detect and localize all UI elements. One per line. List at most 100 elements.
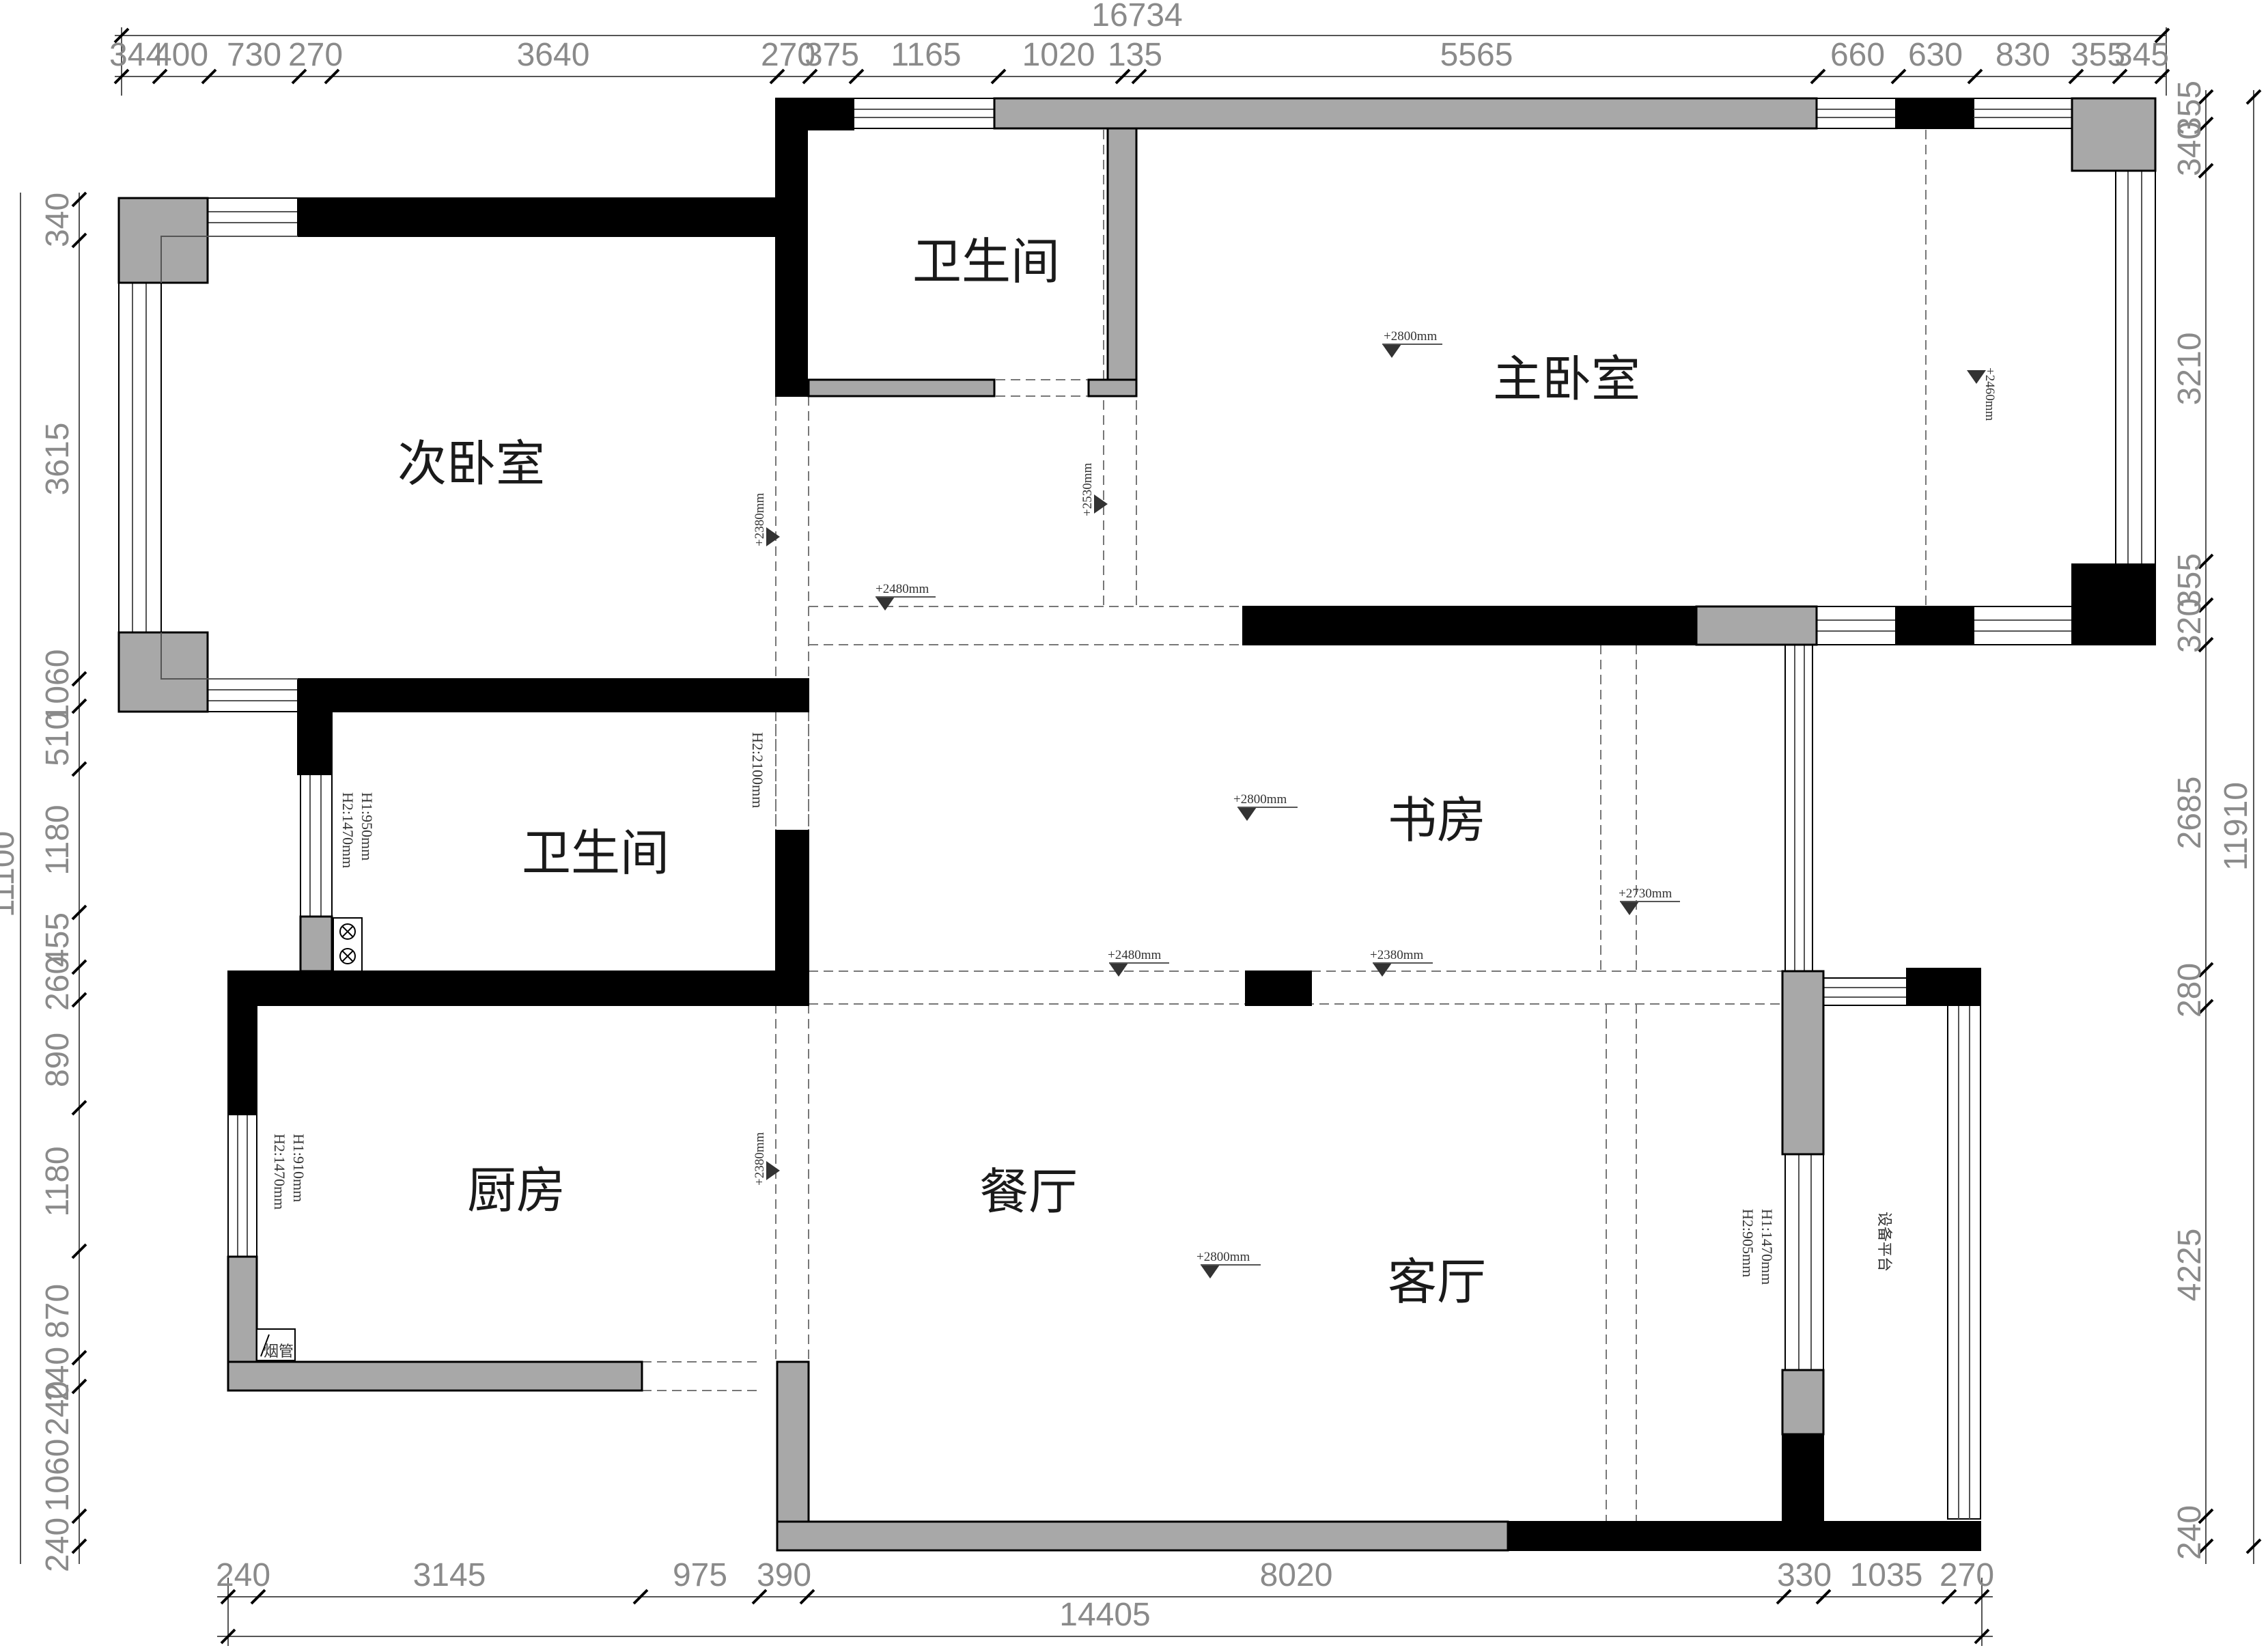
- dim-bottom-4: 390: [757, 1557, 811, 1593]
- window-balcony: [1823, 977, 1981, 1520]
- svg-text:+2460mm: +2460mm: [1983, 367, 1997, 421]
- level-bath-door: +2530mm: [1080, 463, 1108, 516]
- dim-top-12: 660: [1830, 37, 1885, 73]
- level-study-right: +2730mm: [1619, 886, 1680, 915]
- dim-left-10: 870: [40, 1284, 76, 1339]
- dim-top-1: 344: [109, 37, 164, 73]
- dim-top-8: 1165: [891, 37, 961, 73]
- dim-top-5: 3640: [517, 37, 590, 73]
- level-left-corridor: +2380mm: [753, 493, 780, 546]
- dim-left-7: 260: [40, 956, 76, 1011]
- dim-top-3: 730: [227, 37, 281, 73]
- room-living: 客厅: [1388, 1253, 1486, 1311]
- dim-top-16: 345: [2114, 37, 2169, 73]
- room-study: 书房: [1388, 792, 1486, 849]
- left-dim-text: 11100 340 3615 1060 510 1180 455 260 890…: [0, 193, 76, 1572]
- dim-bottom-7: 1035: [1850, 1557, 1923, 1593]
- window-right-master: [2115, 170, 2156, 565]
- svg-text:+2480mm: +2480mm: [876, 582, 929, 596]
- right-dim-text: 11910 355 340 3210 355 320 2685 280 4225…: [2172, 81, 2254, 1560]
- dim-top-7: 375: [804, 37, 859, 73]
- dim-right-4: 355: [2172, 553, 2208, 608]
- window-living-right: [1784, 644, 1824, 1371]
- flue-box: 烟管: [256, 1328, 296, 1361]
- dim-right-6: 2685: [2172, 777, 2208, 850]
- note-bath-door-height: H2:2100mm: [749, 732, 766, 808]
- dim-right-3: 3210: [2172, 333, 2208, 406]
- left-ticks: [71, 191, 87, 1554]
- dim-left-9: 1180: [40, 1146, 76, 1216]
- annotations: H2:2100mm H1:950mm H2:1470mm H1:910mm H2…: [271, 732, 1893, 1285]
- room-bathroom-lower: 卫生间: [522, 824, 669, 882]
- dim-right-8: 4225: [2172, 1229, 2208, 1302]
- svg-text:+2730mm: +2730mm: [1619, 886, 1672, 901]
- dim-right-5: 320: [2172, 598, 2208, 653]
- room-bathroom-upper: 卫生间: [912, 233, 1060, 290]
- walls-partition: [117, 97, 2157, 1552]
- top-ticks: [113, 27, 2170, 85]
- dim-top-11: 5565: [1440, 37, 1513, 73]
- svg-text:+2480mm: +2480mm: [1108, 948, 1161, 962]
- level-hall-mid-left: +2480mm: [1108, 948, 1169, 977]
- dim-bottom-3: 975: [673, 1557, 727, 1593]
- room-kitchen: 厨房: [467, 1162, 565, 1219]
- bottom-ticks: [220, 1589, 1990, 1645]
- dim-right-total: 11910: [2218, 782, 2254, 871]
- note-living-window-h2: H2:905mm: [1739, 1209, 1756, 1277]
- dim-left-6: 455: [40, 912, 76, 967]
- dim-top-4: 270: [288, 37, 343, 73]
- room-dining: 餐厅: [979, 1163, 1078, 1220]
- dim-left-12: 240: [40, 1381, 76, 1436]
- dim-top-13: 630: [1908, 37, 1963, 73]
- dim-top-14: 830: [1996, 37, 2050, 73]
- level-master-right: +2460mm: [1967, 367, 1997, 421]
- note-kitchen-window-h2: H2:1470mm: [271, 1134, 288, 1210]
- dim-left-8: 890: [40, 1033, 76, 1087]
- gas-meter: [333, 917, 363, 972]
- level-markers: +2800mm +2800mm +2800mm +2480mm +2480mm …: [753, 329, 1997, 1279]
- flue-label: 烟管: [264, 1343, 294, 1360]
- dim-top-10: 135: [1108, 37, 1162, 73]
- level-hall-mid-right: +2380mm: [1370, 948, 1433, 977]
- dim-left-4: 510: [40, 712, 76, 766]
- dim-left-1: 340: [40, 193, 76, 247]
- dim-top-15: 355: [2071, 37, 2125, 73]
- window-second-bedroom-left: [118, 282, 162, 633]
- svg-text:+2800mm: +2800mm: [1233, 792, 1287, 807]
- dimension-lines: [20, 27, 2262, 1646]
- dim-top-total: 16734: [1091, 0, 1182, 33]
- svg-text:+2800mm: +2800mm: [1384, 329, 1437, 344]
- dim-left-14: 240: [40, 1518, 76, 1572]
- dim-right-7: 280: [2172, 963, 2208, 1018]
- svg-text:+2380mm: +2380mm: [1370, 948, 1423, 962]
- level-master: +2800mm: [1382, 329, 1442, 358]
- svg-text:+2800mm: +2800mm: [1196, 1250, 1250, 1264]
- room-master-bedroom: 主卧室: [1493, 350, 1640, 408]
- wall-edges: [160, 236, 298, 680]
- right-ticks: [2198, 89, 2262, 1554]
- window-bottom-master: [1816, 606, 2073, 645]
- dim-right-1: 355: [2172, 81, 2208, 135]
- dim-right-9: 240: [2172, 1505, 2208, 1560]
- note-bath-window-h2: H2:1470mm: [339, 792, 356, 868]
- level-study: +2800mm: [1233, 792, 1298, 821]
- walls-structural: [227, 98, 2156, 1551]
- svg-text:+2530mm: +2530mm: [1080, 463, 1095, 516]
- fixtures: 烟管: [256, 917, 363, 1361]
- dim-bottom-8: 270: [1940, 1557, 1994, 1593]
- dim-top-9: 1020: [1022, 37, 1095, 73]
- level-hall-upper: +2480mm: [876, 582, 936, 611]
- dim-bottom-1: 240: [216, 1557, 270, 1593]
- dim-right-2: 340: [2172, 122, 2208, 176]
- note-kitchen-window-h1: H1:910mm: [290, 1134, 307, 1202]
- window-top-master: [1816, 98, 2073, 129]
- dim-bottom-5: 8020: [1260, 1557, 1333, 1593]
- dim-bottom-2: 3145: [413, 1557, 486, 1593]
- window-bath-lower: [300, 774, 333, 917]
- dim-top-6: 270: [761, 37, 815, 73]
- dim-left-13: 1060: [40, 1439, 76, 1512]
- dim-left-2: 3615: [40, 423, 76, 496]
- note-living-window-h1: H1:1470mm: [1759, 1209, 1776, 1285]
